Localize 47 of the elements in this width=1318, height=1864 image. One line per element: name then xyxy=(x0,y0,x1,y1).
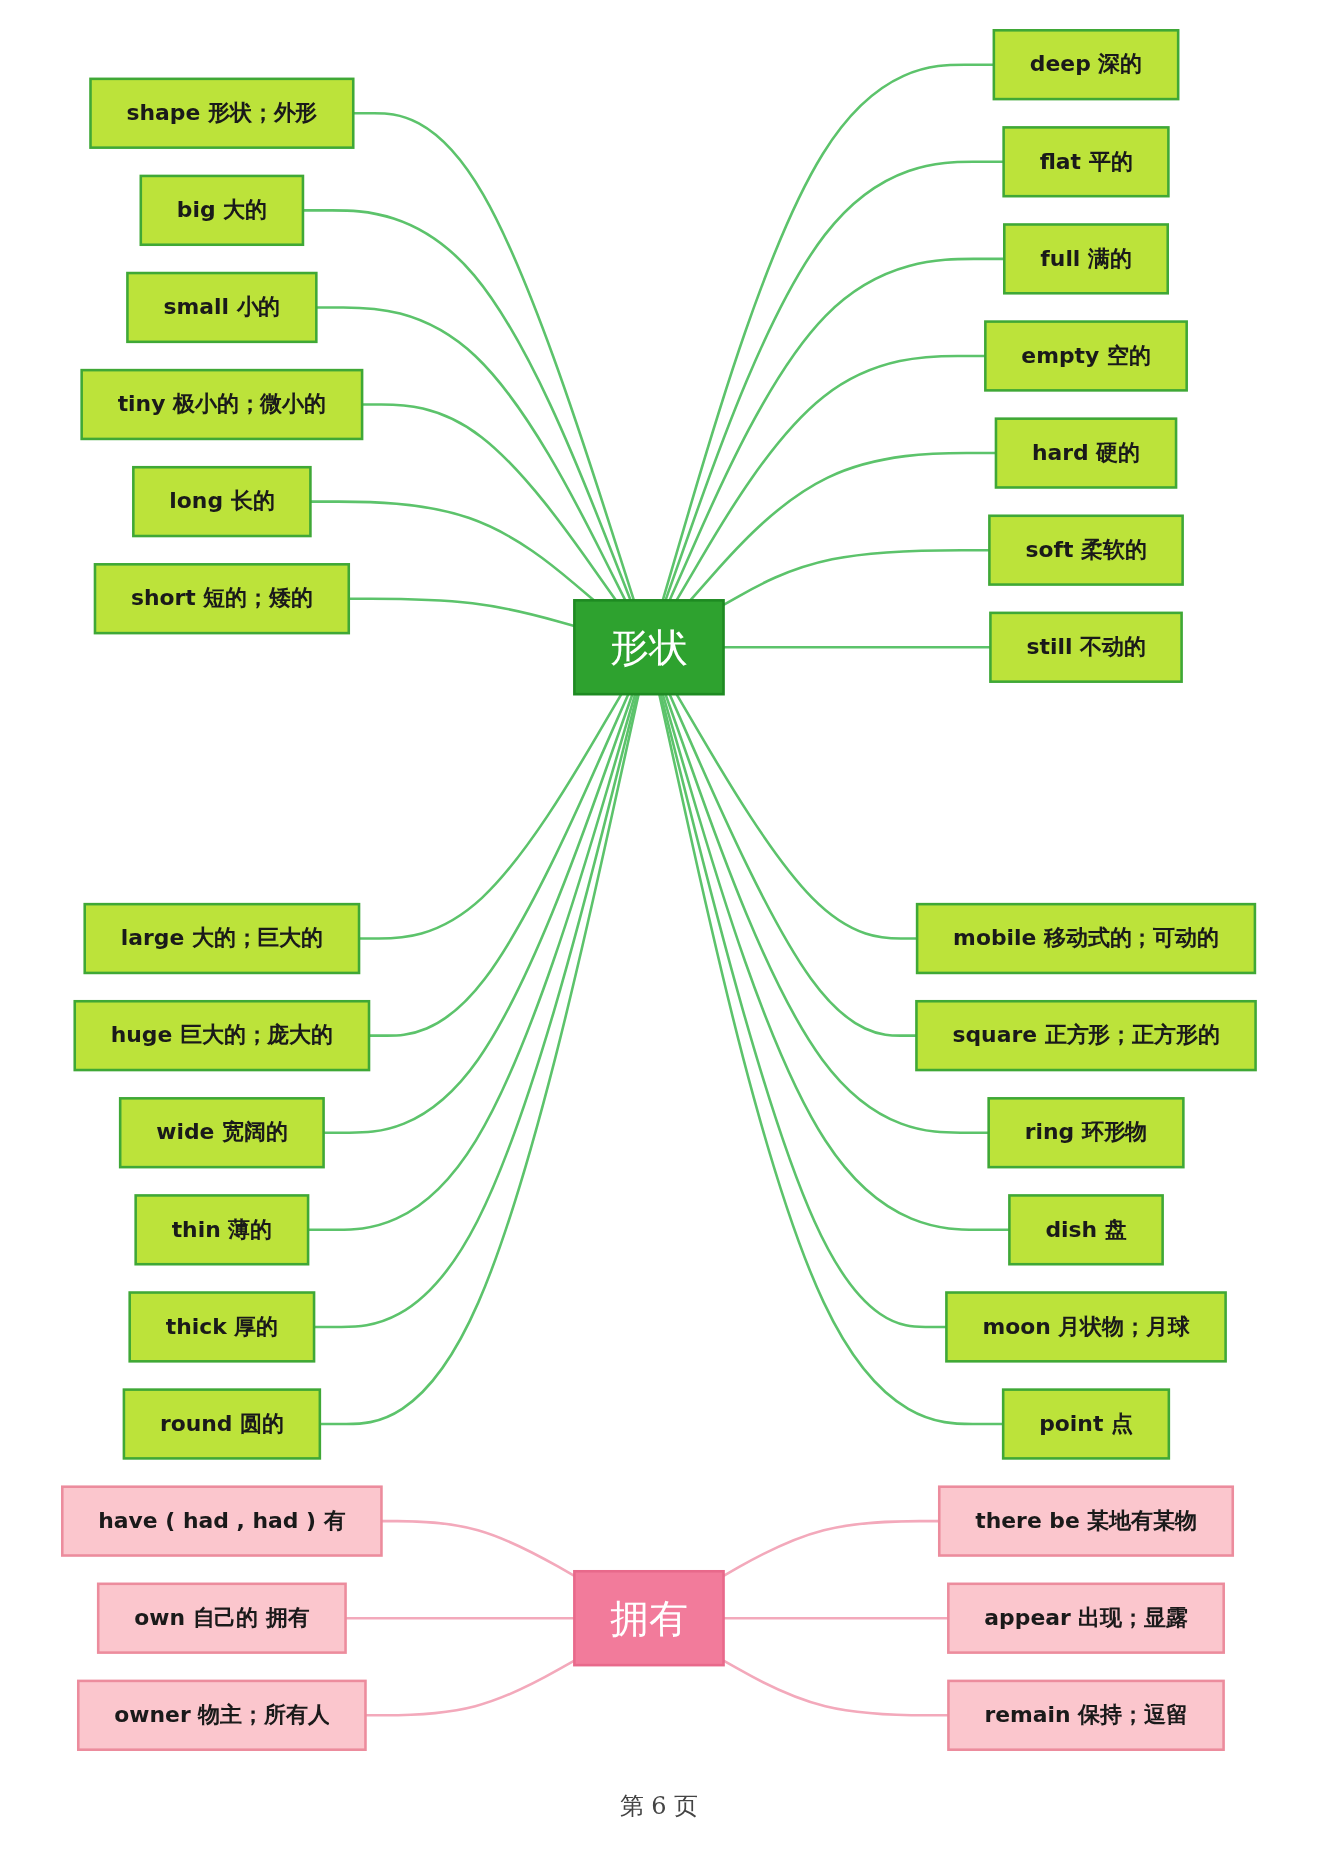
topic-box: owner 物主；所有人 xyxy=(77,1679,367,1751)
topic-box: point 点 xyxy=(1001,1388,1171,1460)
topic-box: thin 薄的 xyxy=(134,1194,310,1266)
topic-box: big 大的 xyxy=(139,174,305,247)
topic-box: moon 月状物；月球 xyxy=(945,1291,1227,1363)
central-topic-box: 拥有 xyxy=(573,1570,725,1667)
topic-box: huge 巨大的；庞大的 xyxy=(73,999,371,1072)
topic-box: long 长的 xyxy=(132,465,312,538)
page-number: 第 6 页 xyxy=(619,1791,699,1822)
topic-box: flat 平的 xyxy=(1002,126,1170,198)
topic-box: round 圆的 xyxy=(122,1388,322,1460)
connector-line xyxy=(303,209,632,601)
connector-line xyxy=(661,63,994,601)
topic-box: ring 环形物 xyxy=(987,1097,1185,1169)
topic-box: have ( had , had ) 有 xyxy=(61,1485,383,1557)
topic-box: tiny 极小的；微小的 xyxy=(80,368,364,441)
connector-line xyxy=(722,1519,940,1577)
topic-box: shape 形状；外形 xyxy=(89,77,355,149)
topic-box: appear 出现；显露 xyxy=(947,1582,1226,1654)
topic-box: mobile 移动式的；可动的 xyxy=(915,902,1257,975)
topic-box: full 满的 xyxy=(1003,223,1170,295)
topic-box: small 小的 xyxy=(126,271,318,344)
topic-box: still 不动的 xyxy=(989,611,1183,683)
topic-box: hard 硬的 xyxy=(994,417,1178,489)
connector-line xyxy=(316,306,627,601)
connector-line xyxy=(345,1616,575,1620)
connector-line xyxy=(723,1616,949,1620)
topic-box: thick 厚的 xyxy=(128,1291,316,1363)
topic-box: own 自己的 拥有 xyxy=(97,1582,347,1654)
connector-line xyxy=(668,257,1005,601)
connector-line xyxy=(675,354,986,601)
topic-box: dish 盘 xyxy=(1008,1194,1164,1266)
central-topic-box: 形状 xyxy=(573,599,725,696)
topic-box: wide 宽阔的 xyxy=(118,1097,325,1169)
topic-box: square 正方形；正方形的 xyxy=(915,999,1257,1072)
topic-box: empty 空的 xyxy=(984,320,1188,392)
topic-box: large 大的；巨大的 xyxy=(83,902,361,975)
topic-box: remain 保持；逗留 xyxy=(947,1679,1225,1751)
connector-line xyxy=(722,548,990,607)
connector-line xyxy=(664,160,1004,601)
connector-line xyxy=(723,645,991,649)
connector-line xyxy=(348,597,575,628)
topic-box: there be 某地有某物 xyxy=(938,1485,1235,1557)
topic-box: deep 深的 xyxy=(992,29,1180,101)
topic-box: soft 柔软的 xyxy=(988,514,1184,586)
topic-box: short 短的；矮的 xyxy=(93,563,351,635)
connector-line xyxy=(353,111,636,601)
